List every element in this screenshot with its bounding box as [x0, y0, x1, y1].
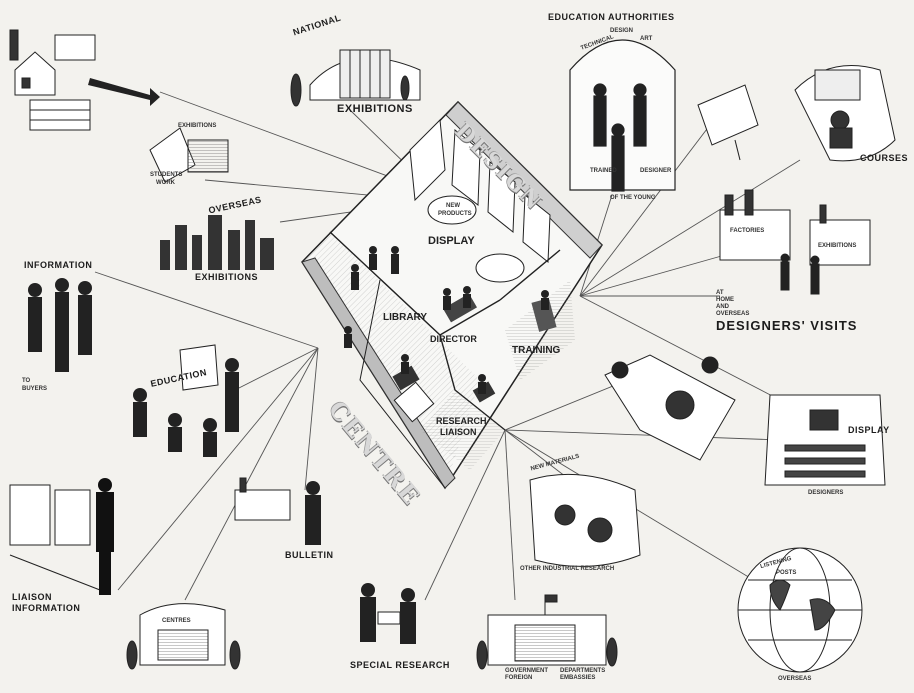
- listening-posts-globe: [737, 547, 863, 673]
- label-foreign: FOREIGN: [505, 675, 533, 681]
- label-overseas-globe: OVERSEAS: [778, 676, 812, 682]
- room-library: LIBRARY: [383, 312, 428, 323]
- new-materials-vignette: [529, 473, 641, 567]
- label-work: WORK: [156, 180, 175, 186]
- national-exhibitions-building: [290, 49, 421, 107]
- label-students: STUDENTS: [150, 172, 183, 178]
- special-research-figures: [360, 583, 416, 644]
- liaison-information-vignette: [9, 478, 114, 595]
- label-information: INFORMATION: [24, 260, 93, 270]
- design-centre-building: [301, 100, 603, 490]
- label-home: HOME: [716, 297, 734, 303]
- label-exhibitions-small: EXHIBITIONS: [178, 123, 217, 129]
- label-ea-young: OF THE YOUNG: [610, 195, 656, 201]
- room-liaison: LIAISON: [440, 427, 477, 437]
- label-ea-design: DESIGN: [610, 28, 634, 34]
- centres-building: [126, 603, 241, 670]
- label-bulletin: BULLETIN: [285, 550, 334, 560]
- students-work-sketch: [149, 127, 229, 183]
- label-ea-art: ART: [640, 36, 653, 42]
- label-special-research: SPECIAL RESEARCH: [350, 660, 450, 670]
- label-buyers: BUYERS: [22, 386, 48, 392]
- machinery-vignette: [604, 354, 736, 461]
- factories-vignette: [719, 189, 871, 295]
- government-building: [476, 594, 618, 670]
- label-courses: COURSES: [860, 153, 909, 163]
- courses-vignette: [794, 65, 896, 162]
- industry-buildings-sketch: [9, 29, 96, 131]
- bubble-new: NEW: [446, 203, 460, 209]
- label-to: TO: [22, 378, 31, 384]
- label-government: GOVERNMENT: [505, 668, 549, 674]
- label-departments: DEPARTMENTS: [560, 668, 606, 674]
- label-designers-visits: DESIGNERS' VISITS: [716, 318, 858, 333]
- label-exhibitions-right: EXHIBITIONS: [818, 243, 857, 249]
- label-embassies: EMBASSIES: [560, 675, 596, 681]
- label-overseas-exhibitions: EXHIBITIONS: [195, 272, 259, 282]
- label-posts: POSTS: [776, 570, 797, 576]
- label-liaison: LIAISON: [12, 592, 53, 602]
- label-ea-trained: TRAINED: [590, 168, 617, 174]
- label-other-research: OTHER INDUSTRIAL RESEARCH: [520, 566, 615, 572]
- label-designers: DESIGNERS: [808, 490, 844, 496]
- room-research: RESEARCH: [436, 416, 487, 426]
- label-ea-designer: DESIGNER: [640, 168, 672, 174]
- connector-lines: [94, 91, 801, 601]
- education-authorities-arch: [569, 39, 676, 192]
- arrow-icon: [88, 78, 160, 106]
- label-display-right: DISPLAY: [848, 425, 890, 435]
- information-figures: [28, 278, 92, 372]
- label-national-exhibitions: EXHIBITIONS: [337, 103, 413, 115]
- label-liaison-information: INFORMATION: [12, 603, 81, 613]
- education-figures: [133, 344, 239, 457]
- overseas-skyline: [160, 215, 274, 270]
- bulletin-vignette: [234, 477, 321, 545]
- label-education-authorities: EDUCATION AUTHORITIES: [548, 12, 675, 22]
- label-at: AT: [716, 290, 724, 296]
- label-overseas-home: OVERSEAS: [716, 311, 750, 317]
- room-director: DIRECTOR: [430, 334, 477, 344]
- room-training: TRAINING: [512, 345, 561, 356]
- bubble-products: PRODUCTS: [438, 211, 472, 217]
- label-centres: CENTRES: [162, 618, 191, 624]
- label-and: AND: [716, 304, 729, 310]
- certificate-scroll: [697, 84, 759, 161]
- label-factories: FACTORIES: [730, 228, 765, 234]
- display-room-vignette: [764, 394, 886, 486]
- room-display: DISPLAY: [428, 235, 475, 247]
